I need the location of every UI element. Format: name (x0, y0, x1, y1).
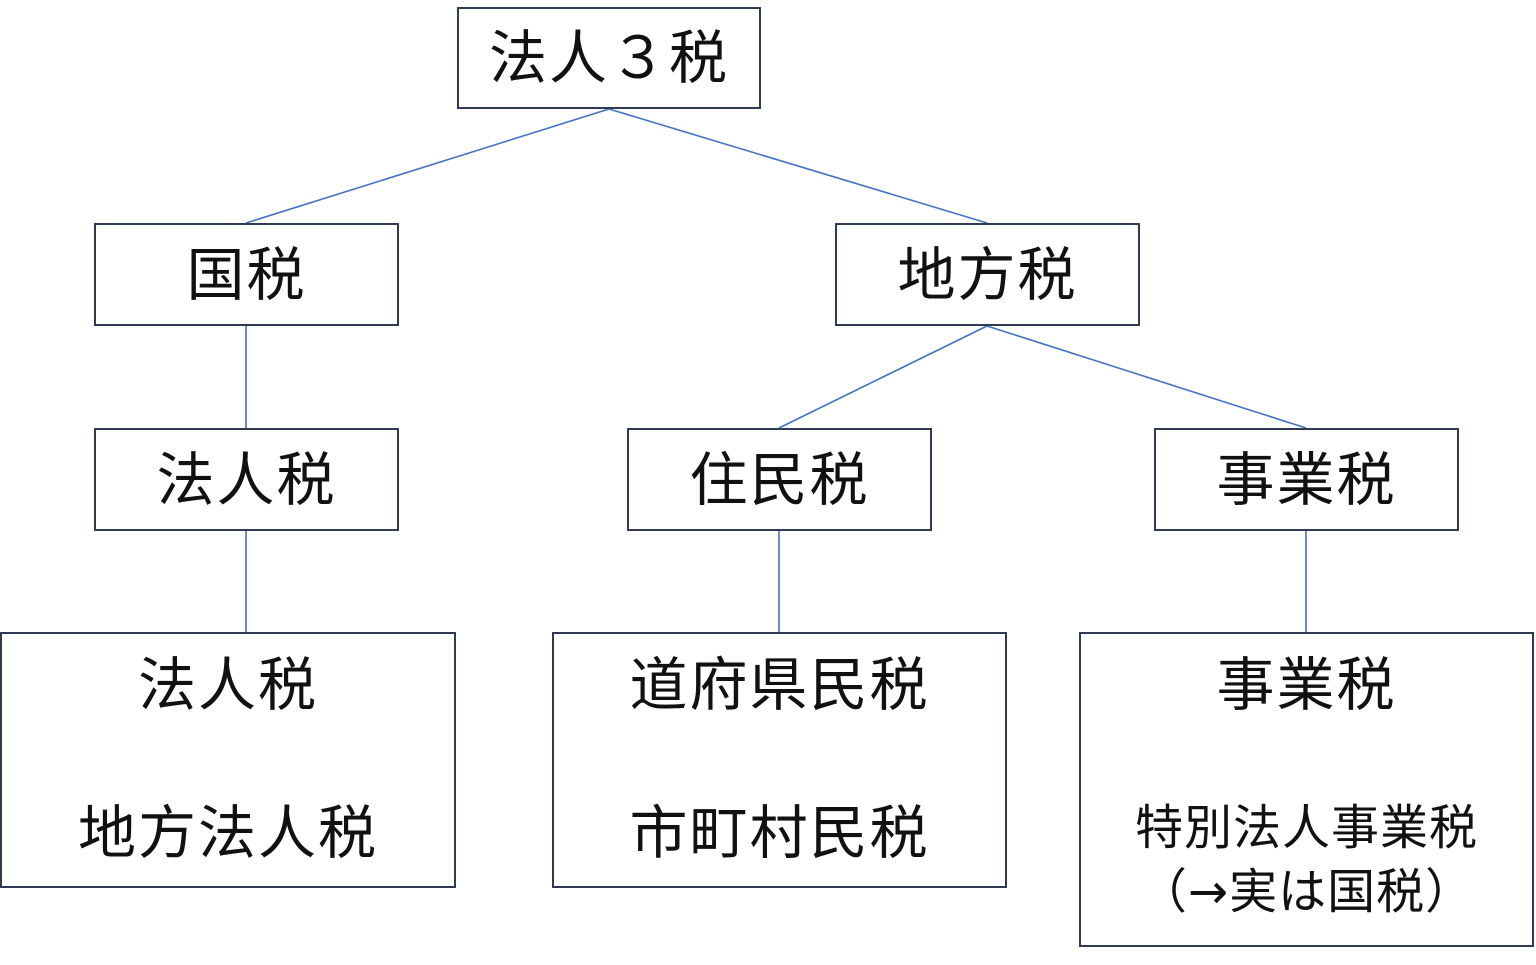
local-tax-node: 地方税 (835, 223, 1140, 326)
corporate-tax-label: 法人税 (156, 445, 337, 514)
business-tax-details-box: 事業税 特別法人事業税 （→実は国税） (1079, 632, 1534, 947)
root-node: 法人３税 (457, 7, 761, 109)
corporate-tax-node: 法人税 (94, 428, 399, 531)
resident-tax-detail-line-2: 市町村民税 (629, 799, 930, 867)
national-tax-label: 国税 (186, 240, 307, 309)
corporate-tax-details-box: 法人税 地方法人税 (0, 632, 456, 888)
connector-root-to-local (608, 108, 988, 224)
national-tax-node: 国税 (94, 223, 399, 326)
business-tax-detail-line-2: 特別法人事業税 (1134, 800, 1478, 856)
resident-tax-node: 住民税 (627, 428, 932, 531)
root-node-label: 法人３税 (488, 24, 729, 92)
resident-tax-detail-line-1: 道府県民税 (629, 651, 930, 719)
corporate-tax-detail-line-1: 法人税 (137, 651, 318, 719)
business-tax-detail-line-1: 事業税 (1216, 651, 1397, 719)
resident-tax-details-box: 道府県民税 市町村民税 (552, 632, 1007, 888)
business-tax-detail-line-3: （→実は国税） (1138, 864, 1475, 920)
corporate-tax-detail-line-2: 地方法人税 (77, 799, 378, 867)
connector-local-to-business (986, 325, 1307, 429)
connector-local-to-resident (778, 325, 988, 429)
connector-root-to-national (245, 108, 610, 224)
business-tax-node: 事業税 (1154, 428, 1459, 531)
business-tax-label: 事業税 (1216, 445, 1397, 514)
local-tax-label: 地方税 (897, 240, 1078, 309)
resident-tax-label: 住民税 (689, 445, 870, 514)
